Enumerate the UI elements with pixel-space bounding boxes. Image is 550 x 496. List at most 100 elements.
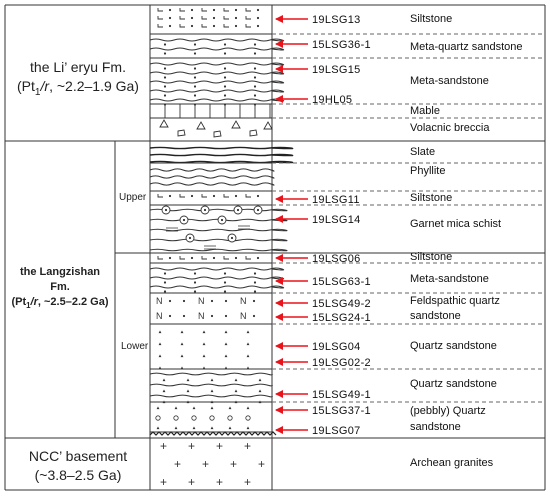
lithology-label: Mable xyxy=(410,105,440,117)
sample-label: 15LSG37-1 xyxy=(312,405,371,417)
pattern-wave-line xyxy=(149,80,285,84)
pattern-dot xyxy=(234,24,238,28)
pattern-dot xyxy=(224,314,228,318)
pattern-dot xyxy=(223,76,227,79)
pattern-garnet-core xyxy=(220,218,224,222)
pattern-granite-cross: + xyxy=(160,439,167,453)
pattern-dot xyxy=(253,76,257,79)
pattern-triangle-dot xyxy=(258,389,262,393)
pattern-silt-mark xyxy=(245,24,251,28)
pattern-garnet-core xyxy=(182,218,186,222)
lithology-label: Archean granites xyxy=(410,457,494,469)
layer-silt xyxy=(157,194,260,198)
pattern-dot xyxy=(193,67,197,70)
pattern-dot xyxy=(212,8,216,12)
pattern-feldspar-symbol: N xyxy=(198,311,205,321)
pattern-pebble xyxy=(227,415,233,421)
pattern-wave-line xyxy=(149,71,285,75)
sample-label: 19LSG07 xyxy=(312,425,361,437)
pattern-dot xyxy=(190,8,194,12)
pattern-triangle-dot xyxy=(210,378,214,382)
pattern-granite-cross: + xyxy=(216,439,223,453)
layer-phyllite xyxy=(149,168,275,186)
pattern-triangle-dot xyxy=(246,354,250,358)
pattern-granite-cross: + xyxy=(230,457,237,471)
pattern-triangle-dot xyxy=(186,389,190,393)
pattern-dot xyxy=(253,290,257,293)
pattern-wave-line xyxy=(149,47,285,51)
pattern-triangle-dot xyxy=(246,330,250,334)
pattern-triangle-dot xyxy=(158,330,162,334)
pattern-dot xyxy=(223,67,227,70)
pattern-dot xyxy=(193,85,197,88)
pattern-triangle-dot xyxy=(174,426,178,430)
pattern-granite-cross: + xyxy=(216,475,223,489)
pattern-breccia-triangle xyxy=(263,121,273,130)
layer-silt xyxy=(157,256,260,260)
pattern-dot xyxy=(223,94,227,97)
sample-label: 15LSG49-2 xyxy=(312,298,371,310)
pattern-dot xyxy=(256,194,260,198)
pattern-silt-mark xyxy=(223,24,229,28)
formation-lieryu-age: (Pt1/r, ~2.2–1.9 Ga) xyxy=(17,78,139,98)
pattern-garnet-core xyxy=(236,208,240,212)
pattern-triangle-dot xyxy=(258,378,262,382)
formation-langzishan-name-1: the Langzishan xyxy=(19,266,101,278)
formation-ncc-name: NCC’ basement xyxy=(28,448,128,464)
pattern-mica-flake xyxy=(238,225,250,230)
pattern-triangle-dot xyxy=(228,406,232,410)
pattern-feldspar-symbol: N xyxy=(240,296,247,306)
pattern-pebble xyxy=(191,415,197,421)
pattern-dot xyxy=(256,8,260,12)
pattern-triangle-dot xyxy=(224,330,228,334)
pattern-silt-mark xyxy=(223,256,229,260)
pattern-dot xyxy=(163,43,167,46)
pattern-dot xyxy=(223,43,227,46)
pattern-dot xyxy=(163,290,167,293)
pattern-triangle-dot xyxy=(180,342,184,346)
pattern-dot xyxy=(168,299,172,303)
lithology-label: Feldspathic quartz xyxy=(410,295,500,307)
pattern-silt-mark xyxy=(201,16,207,20)
sample-label: 19LSG15 xyxy=(312,64,361,76)
layer-breccia xyxy=(159,119,273,138)
pattern-wave-line xyxy=(149,372,273,376)
pattern-pebble xyxy=(209,415,215,421)
subunit-upper-label: Upper xyxy=(119,192,147,203)
layer-wavy-dots xyxy=(149,62,285,106)
pattern-granite-cross: + xyxy=(244,439,251,453)
layer-slate xyxy=(149,146,294,164)
pattern-breccia-triangle xyxy=(196,121,206,130)
pattern-pebble xyxy=(155,415,161,421)
pattern-triangle-dot xyxy=(246,426,250,430)
pattern-triangle-dot xyxy=(202,342,206,346)
pattern-phyllite-line xyxy=(149,182,275,186)
pattern-wave-line xyxy=(149,62,285,66)
pattern-triangle-dot xyxy=(192,426,196,430)
pattern-triangle-dot xyxy=(192,406,196,410)
pattern-breccia-block xyxy=(213,130,222,138)
pattern-triangle-dot xyxy=(246,366,250,370)
pattern-dot xyxy=(253,94,257,97)
pattern-dot xyxy=(163,272,167,275)
lithology-label: Siltstone xyxy=(410,192,452,204)
pattern-silt-mark xyxy=(223,194,229,198)
pattern-granite-cross: + xyxy=(258,457,265,471)
pattern-phyllite-line xyxy=(149,168,275,172)
pattern-dot xyxy=(193,290,197,293)
pattern-garnet-core xyxy=(230,236,234,240)
lithology-label: Quartz sandstone xyxy=(410,378,497,390)
pattern-silt-mark xyxy=(201,194,207,198)
sample-label: 15LSG36-1 xyxy=(312,39,371,51)
pattern-dot xyxy=(256,16,260,20)
pattern-slate-line xyxy=(149,146,294,150)
pattern-silt-mark xyxy=(179,256,185,260)
pattern-silt-mark xyxy=(157,24,163,28)
pattern-granite-cross: + xyxy=(188,475,195,489)
pattern-dot xyxy=(223,52,227,55)
pattern-triangle-dot xyxy=(186,378,190,382)
lithology-label: Quartz sandstone xyxy=(410,340,497,352)
pattern-dot xyxy=(190,256,194,260)
pattern-dot xyxy=(234,8,238,12)
pattern-garnet-core xyxy=(203,208,207,212)
